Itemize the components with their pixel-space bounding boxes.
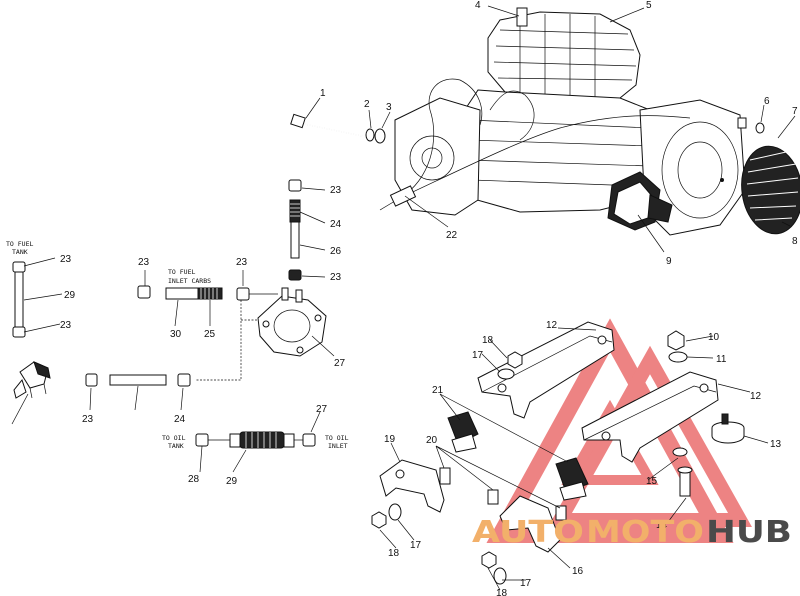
- note-to-oil-tank-line1: TO OIL: [162, 434, 186, 442]
- callout-10: 10: [708, 332, 720, 343]
- note-to-fuel-inlet-carbs-line1: TO FUEL: [168, 268, 195, 276]
- annotation-notes: TO FUEL TANK TO FUEL INLET CARBS TO OIL …: [6, 240, 349, 450]
- callout-1: 1: [320, 88, 326, 99]
- callout-17b: 17: [410, 540, 422, 551]
- callout-4: 4: [475, 0, 481, 11]
- callout-8: 8: [792, 236, 798, 247]
- note-to-fuel-inlet-carbs-line2: INLET CARBS: [168, 277, 211, 285]
- note-to-fuel-tank-line2: TANK: [12, 248, 28, 256]
- callout-9: 9: [666, 256, 672, 267]
- watermark-auto: AUTO: [472, 515, 584, 550]
- callout-23a: 23: [330, 185, 342, 196]
- note-to-oil-inlet-line1: TO OIL: [325, 434, 349, 442]
- note-to-oil-inlet-line2: INLET: [328, 442, 348, 450]
- callout-29b: 30: [170, 329, 182, 340]
- callout-12a: 12: [546, 320, 558, 331]
- callout-19: 19: [384, 434, 396, 445]
- callout-21: 21: [432, 385, 444, 396]
- washer-6: [755, 122, 765, 134]
- engine-assembly: [379, 7, 800, 236]
- callout-6: 6: [764, 96, 770, 107]
- callout-27a: 27: [316, 404, 328, 415]
- callout-24b: 25: [204, 329, 216, 340]
- callout-labels: 1 2 3 4 5 6 7 8 9 10 11 12 12 13 14 15 1…: [60, 0, 798, 596]
- callout-3: 3: [386, 102, 392, 113]
- callout-15: 15: [646, 476, 658, 487]
- callout-23g: 23: [82, 414, 94, 425]
- mount-brackets: [371, 321, 745, 585]
- watermark-moto: MOTO: [586, 515, 704, 550]
- callout-23c: 23: [60, 254, 72, 265]
- callout-23f: 23: [236, 257, 248, 268]
- callout-26: 27: [334, 358, 346, 369]
- callout-23d: 23: [60, 320, 72, 331]
- callout-16: 16: [572, 566, 584, 577]
- watermark-hub: HUB: [706, 515, 792, 550]
- callout-23h: 24: [174, 414, 186, 425]
- callout-17c: 17: [520, 578, 532, 589]
- callout-18c: 18: [496, 588, 508, 596]
- oil-line: [195, 431, 316, 449]
- callout-23b: 23: [330, 272, 342, 283]
- watermark-text: AUTO MOTO HUB: [472, 515, 792, 550]
- callout-18b: 18: [388, 548, 400, 559]
- callout-18a: 18: [482, 335, 494, 346]
- callout-24a: 24: [330, 219, 342, 230]
- callout-7: 7: [792, 106, 798, 117]
- callout-17a: 17: [472, 350, 484, 361]
- fuel-system: [12, 179, 327, 399]
- callout-12b: 12: [750, 391, 762, 402]
- note-to-oil-tank-line2: TANK: [168, 442, 184, 450]
- callout-14: 14: [656, 520, 668, 531]
- note-to-fuel-tank-line1: TO FUEL: [6, 240, 33, 248]
- callout-25: 26: [330, 246, 342, 257]
- callout-28: 29: [226, 476, 238, 487]
- callout-29a: 29: [64, 290, 76, 301]
- callout-5: 5: [646, 0, 652, 11]
- callout-20: 20: [426, 435, 438, 446]
- callout-13: 13: [770, 439, 782, 450]
- callout-11: 11: [716, 354, 727, 365]
- leader-lines: [11, 5, 796, 591]
- mounting-bolt: [290, 113, 386, 144]
- callout-27b: 28: [188, 474, 200, 485]
- callout-22: 22: [446, 230, 458, 241]
- callout-23e: 23: [138, 257, 150, 268]
- nut-7: [737, 117, 747, 129]
- callout-2: 2: [364, 99, 370, 110]
